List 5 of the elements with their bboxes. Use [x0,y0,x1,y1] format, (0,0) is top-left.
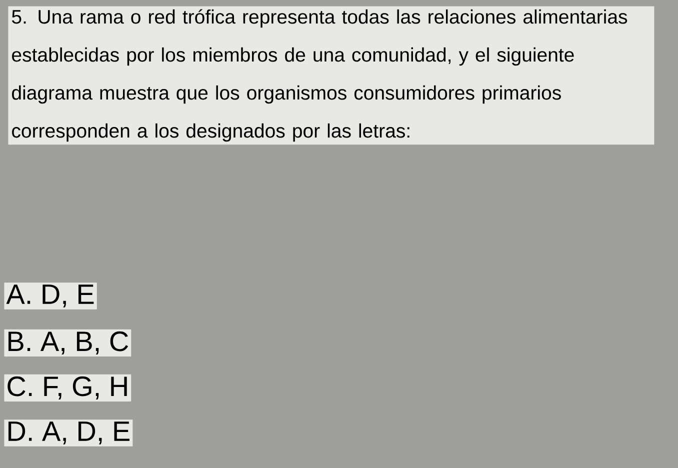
answer-option: D. A, D, E [4,420,133,446]
answer-option: B. A, B, C [4,329,132,357]
answer-option: C. F, G, H [4,374,132,402]
question-text: 5. Una rama o red trófica representa todas las relaciones alimentarias establecidas por los miembros de una comunidad, y el siguiente diagrama muestra que los organismos consumidores primarios corresponden a los designados por las letras: [8,6,654,145]
answer-option: A. D, E [4,282,97,310]
